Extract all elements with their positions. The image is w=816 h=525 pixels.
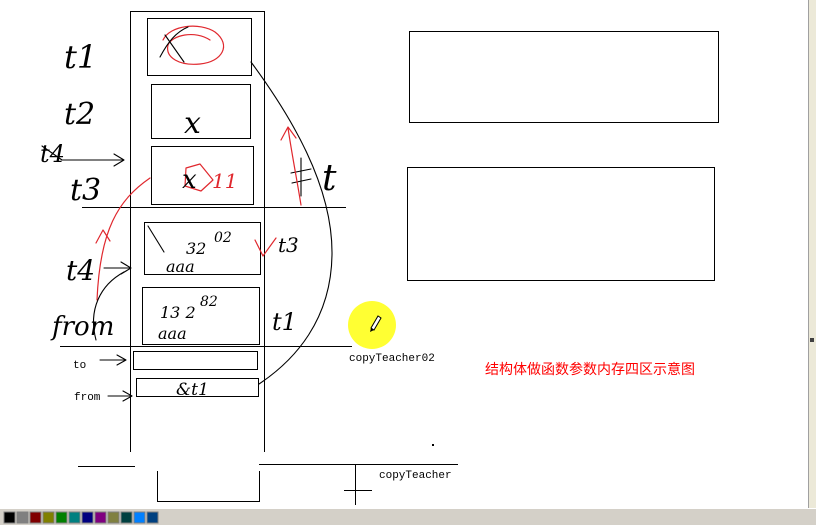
palette-swatch[interactable] [42, 511, 55, 524]
palette-swatch[interactable] [94, 511, 107, 524]
label-copy-teacher: copyTeacher [379, 470, 452, 482]
arrow-t4-to-box3 [41, 145, 125, 167]
palette-swatch[interactable] [16, 511, 29, 524]
palette-swatch[interactable] [133, 511, 146, 524]
cross-mark [290, 157, 312, 197]
hand-label-t1: t1 [64, 38, 97, 76]
hand-label-t3-right: t3 [278, 233, 299, 257]
drawing-canvas[interactable] [0, 0, 808, 508]
arrow-to [99, 354, 127, 366]
palette-swatch[interactable] [29, 511, 42, 524]
hand-label-t3: t3 [70, 173, 101, 208]
hand-box4-name: aaa [166, 257, 195, 276]
box-t1 [147, 18, 252, 76]
box-from [136, 378, 259, 397]
palette-swatch[interactable] [81, 511, 94, 524]
hand-label-t4-upper: t4 [40, 140, 65, 168]
box-t2 [151, 84, 251, 139]
box-t3-red-mark [184, 163, 214, 192]
memory-area-box-lower [407, 167, 715, 281]
hand-label-t2: t2 [64, 97, 95, 132]
palette-swatch[interactable] [3, 511, 16, 524]
hand-label-t1-right: t1 [272, 308, 297, 336]
stray-dot [432, 444, 434, 446]
hand-label-t-right: t [322, 158, 337, 199]
red-check-mark [254, 237, 277, 257]
hand-red-11: 11 [212, 169, 237, 193]
palette-swatch[interactable] [55, 511, 68, 524]
label-to: to [73, 360, 86, 372]
hand-x-box3: x [182, 165, 197, 195]
palette-swatches [3, 511, 159, 524]
palette-swatch[interactable] [146, 511, 159, 524]
red-arrow-right [280, 126, 302, 206]
box-t4-stroke [147, 225, 165, 253]
black-curve-left [92, 271, 125, 341]
label-from: from [74, 392, 101, 404]
bottom-frame-strokes [78, 464, 458, 505]
hand-box5-superscript: 82 [200, 294, 218, 310]
label-copy-teacher-02: copyTeacher02 [349, 353, 435, 365]
palette-swatch[interactable] [68, 511, 81, 524]
box-to [133, 351, 258, 370]
hand-label-from: from [50, 312, 114, 342]
pointer-curve-from-to-t1 [250, 61, 333, 385]
color-palette [0, 508, 816, 525]
canvas-right-edge [808, 0, 816, 508]
hand-box4-superscript: 02 [214, 230, 232, 246]
palette-swatch[interactable] [120, 511, 133, 524]
hand-box5-number: 13 2 [160, 303, 196, 322]
hand-label-t4: t4 [66, 254, 95, 287]
arrow-from [107, 390, 133, 402]
red-arrow-left [95, 177, 151, 301]
hand-box4-number: 32 [186, 239, 206, 258]
box-from-param [142, 287, 260, 345]
hand-box5-name: aaa [158, 324, 187, 343]
hand-x-box2: x [184, 106, 201, 141]
cursor-highlight [348, 301, 396, 349]
pencil-cursor-icon [370, 315, 382, 332]
stack-column [130, 11, 265, 452]
resize-handle[interactable] [810, 338, 814, 342]
box-t1-scribble [159, 25, 225, 65]
palette-swatch[interactable] [107, 511, 120, 524]
diagram-title: 结构体做函数参数内存四区示意图 [485, 361, 695, 378]
memory-area-box-upper [409, 31, 719, 123]
box-t3 [151, 146, 254, 205]
box-t4 [144, 222, 261, 275]
hand-from-box-value: &t1 [176, 380, 209, 400]
